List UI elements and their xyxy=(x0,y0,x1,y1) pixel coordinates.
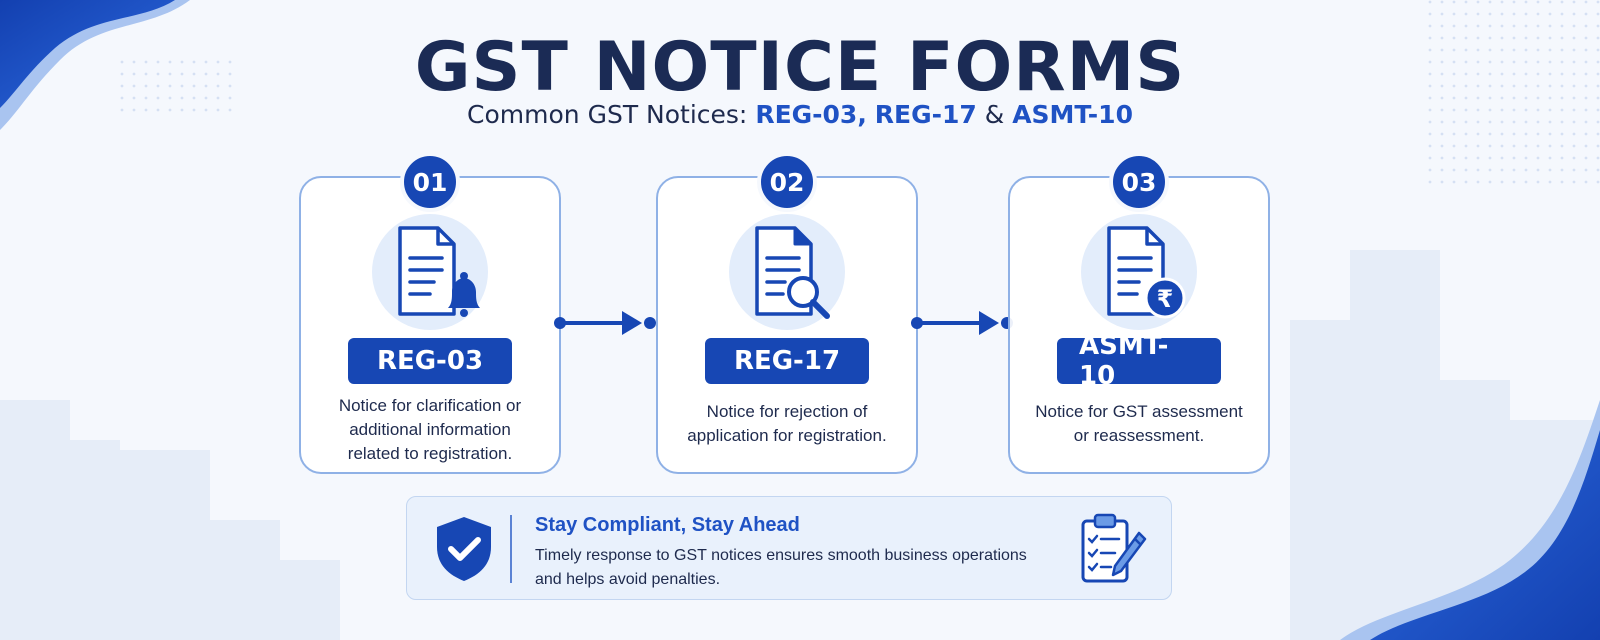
arrow-right-icon xyxy=(554,311,656,335)
step-number-badge: 02 xyxy=(757,152,817,212)
description-line: Notice for GST assessment xyxy=(1035,402,1243,421)
description-line: Notice for rejection of xyxy=(706,402,868,421)
shield-check-icon xyxy=(437,517,491,581)
notice-card-reg17: 02 REG-17 Notice for rejection of applic… xyxy=(656,152,918,474)
form-code-label: REG-17 xyxy=(705,338,869,384)
banner-divider xyxy=(510,515,512,583)
document-rupee-icon: ₹ xyxy=(1107,226,1186,319)
form-code-label: REG-03 xyxy=(348,338,512,384)
step-number-badge: 03 xyxy=(1109,152,1169,212)
card-description: Notice for rejection of application for … xyxy=(670,400,904,448)
document-bell-icon xyxy=(398,226,480,317)
icon-circle: ₹ xyxy=(1081,214,1197,330)
subtitle-asmt10: ASMT-10 xyxy=(1012,100,1133,129)
subtitle-prefix: Common GST Notices: xyxy=(467,100,756,129)
compliance-banner: Stay Compliant, Stay Ahead Timely respon… xyxy=(406,496,1172,600)
page-subtitle: Common GST Notices: REG-03, REG-17 & ASM… xyxy=(0,100,1600,129)
banner-text: Timely response to GST notices ensures s… xyxy=(535,544,1075,592)
banner-title: Stay Compliant, Stay Ahead xyxy=(535,514,800,536)
notice-card-asmt10: 03 ₹ ASMT-10 Notice for GST assessment o… xyxy=(1008,152,1270,474)
description-line: additional information xyxy=(349,420,511,439)
description-line: related to registration. xyxy=(347,444,513,463)
page-title: GST NOTICE FORMS xyxy=(414,28,1186,107)
description-line: or reassessment. xyxy=(1073,426,1205,445)
clipboard-checklist-icon xyxy=(1081,513,1147,583)
form-code-label: ASMT-10 xyxy=(1057,331,1221,391)
banner-text-line: and helps avoid penalties. xyxy=(535,571,721,588)
card-description: Notice for GST assessment or reassessmen… xyxy=(1022,400,1256,448)
description-line: application for registration. xyxy=(687,426,887,445)
subtitle-reg03: REG-03, xyxy=(755,100,867,129)
document-search-icon xyxy=(755,226,830,319)
banner-text-line: Timely response to GST notices ensures s… xyxy=(535,547,1027,564)
subtitle-amp: & xyxy=(976,100,1013,129)
svg-text:₹: ₹ xyxy=(1157,285,1174,313)
arrow-right-icon xyxy=(911,311,1013,335)
icon-circle xyxy=(372,214,488,330)
card-description: Notice for clarification or additional i… xyxy=(313,394,547,466)
description-line: Notice for clarification or xyxy=(338,396,522,415)
subtitle-reg17: REG-17 xyxy=(874,100,977,129)
notice-card-reg03: 01 REG-03 Notice for clarification or ad… xyxy=(299,152,561,474)
step-number-badge: 01 xyxy=(400,152,460,212)
icon-circle xyxy=(729,214,845,330)
